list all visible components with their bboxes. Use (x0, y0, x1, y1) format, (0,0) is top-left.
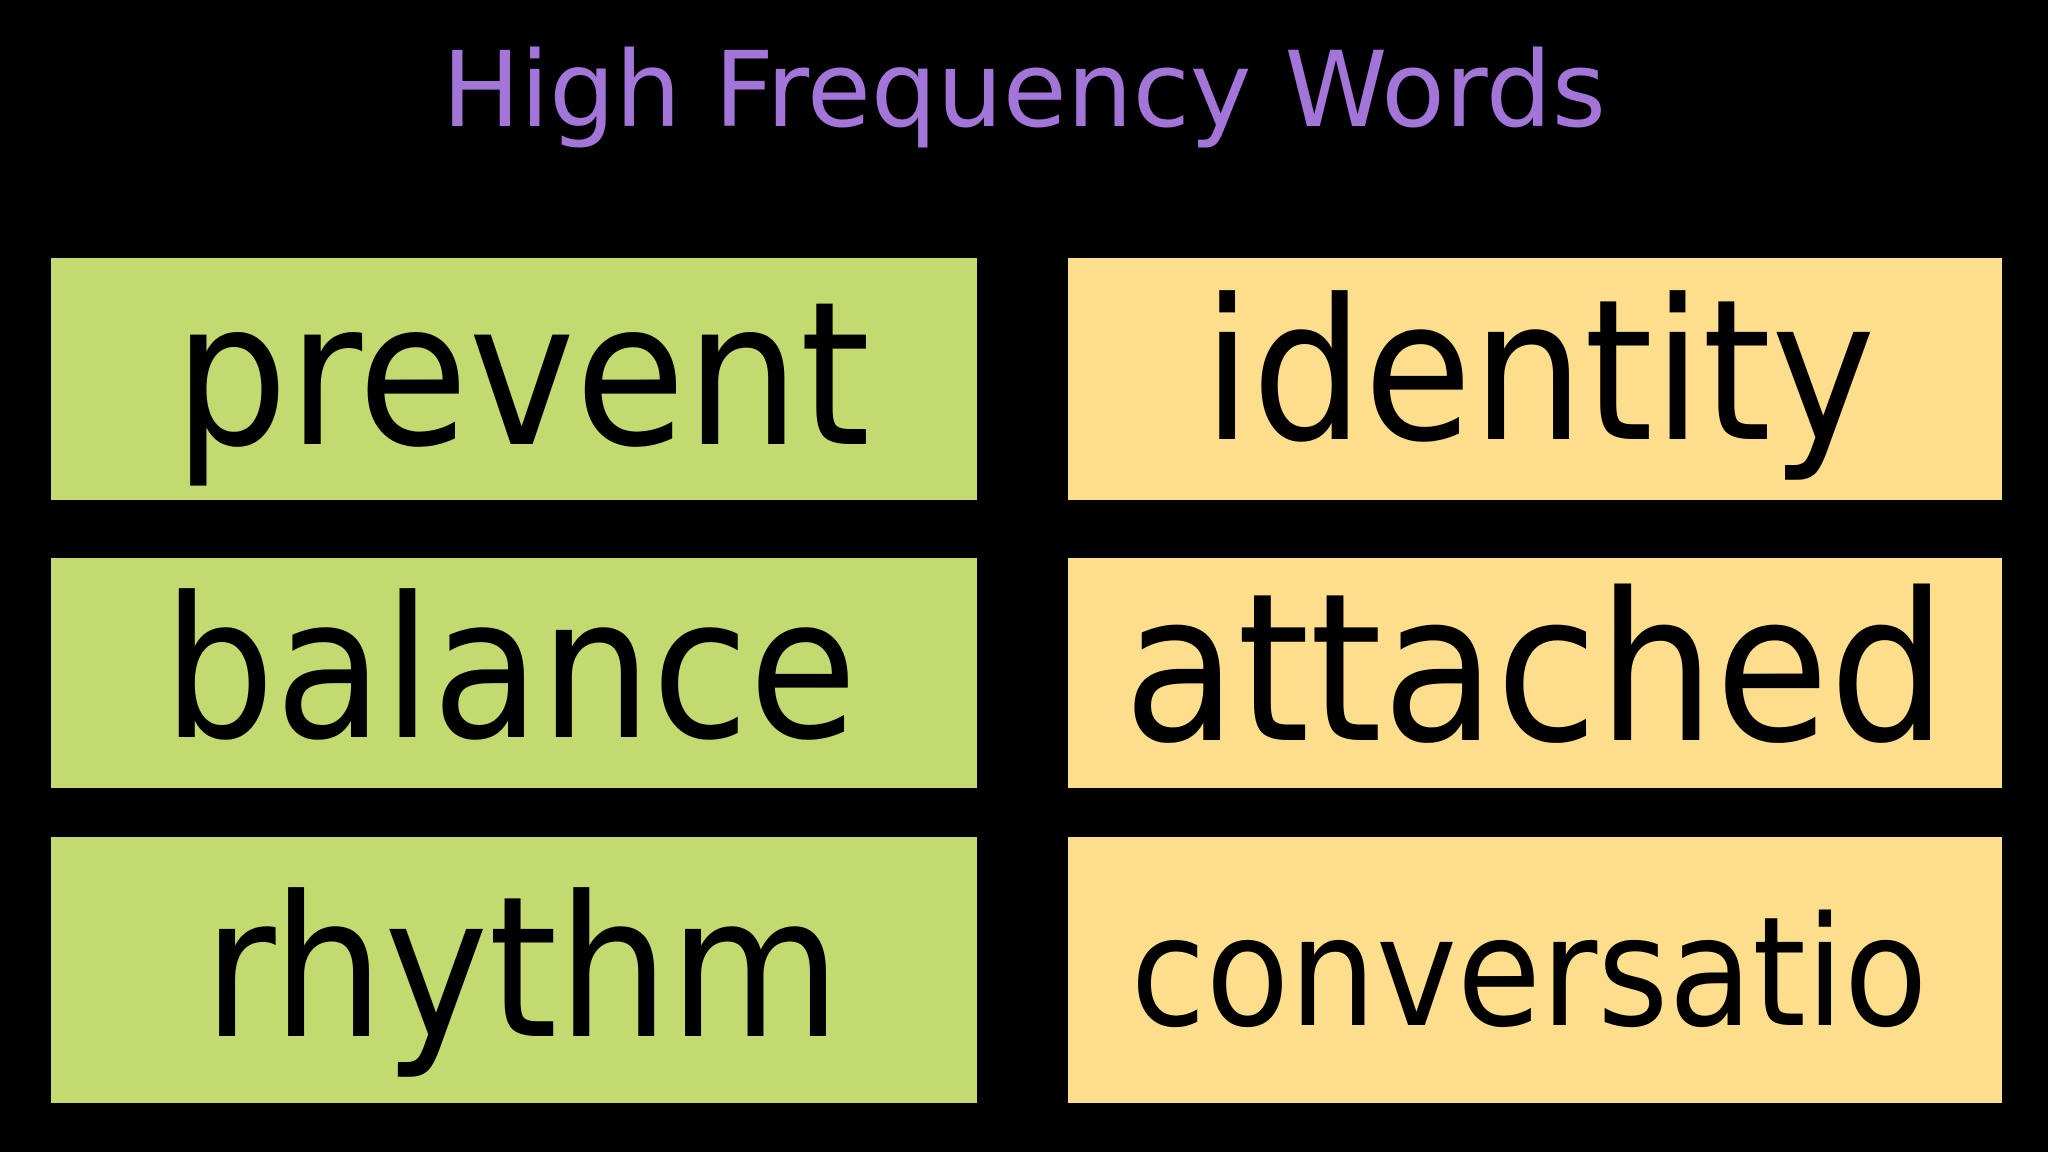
word-card-identity[interactable]: identity (1068, 258, 2002, 500)
word-card-attached[interactable]: attached (1068, 558, 2002, 788)
word-card-prevent[interactable]: prevent (51, 258, 977, 500)
word-label: identity (1202, 258, 1876, 486)
word-label: attached (1123, 549, 1947, 789)
word-label: balance (162, 556, 858, 784)
word-label: conversatio (1130, 884, 1928, 1061)
word-card-rhythm[interactable]: rhythm (51, 837, 977, 1103)
page-title: High Frequency Words (442, 29, 1606, 151)
word-card-balance[interactable]: balance (51, 558, 977, 788)
word-label: rhythm (203, 855, 841, 1083)
word-label: prevent (173, 259, 871, 492)
word-card-conversatio[interactable]: conversatio (1068, 837, 2002, 1103)
